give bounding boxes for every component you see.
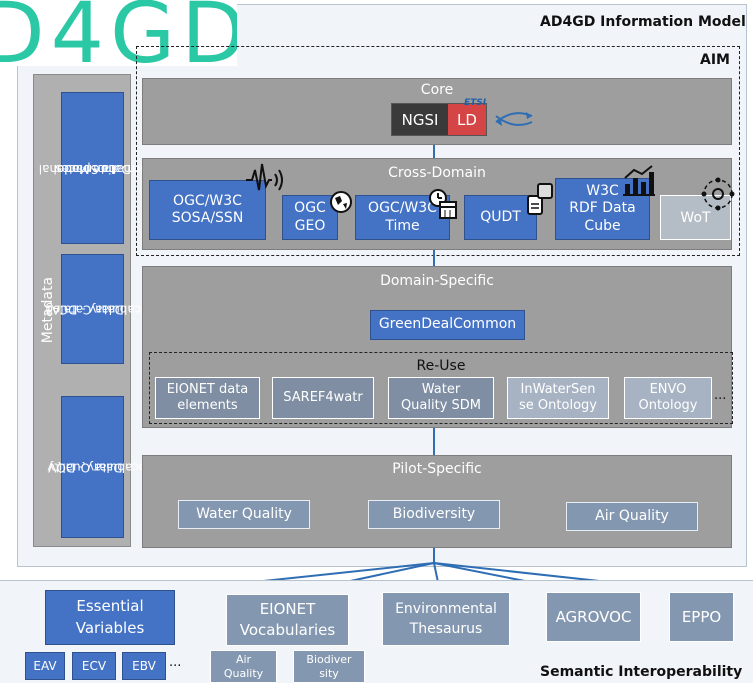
agrovoc-box: AGROVOC <box>546 592 641 642</box>
semantic-interoperability-label: Semantic Interoperability <box>540 664 743 680</box>
globe-icon <box>330 191 352 213</box>
signal-wave-icon <box>246 163 283 191</box>
measurement-icon <box>527 183 553 215</box>
wot-box: WoT <box>660 195 731 240</box>
domain-specific-title: Domain-Specific <box>380 273 494 289</box>
aim-label: AIM <box>700 52 730 68</box>
reuse-boundary <box>149 352 733 424</box>
calendar-clock-icon <box>429 189 457 219</box>
pilot-specific-title: Pilot-Specific <box>392 461 482 477</box>
aim-boundary <box>136 46 740 256</box>
link-arrows-icon <box>495 112 533 126</box>
logo: D4GD <box>0 0 237 66</box>
biodiversity-box: Biodiversity <box>368 500 500 529</box>
ngsi-ld-logo: NGSI LD <box>391 103 487 136</box>
ld-label: LD <box>448 104 486 135</box>
ebv-box: EBV <box>122 652 166 680</box>
essential-ellipsis: ... <box>169 655 182 670</box>
ngsi-label: NGSI <box>392 104 448 135</box>
bar-chart-icon <box>623 165 655 196</box>
air-quality-box: Air Quality <box>566 502 698 531</box>
reuse-ellipsis: ... <box>714 388 727 403</box>
logo-text: D4GD <box>0 0 237 66</box>
eppo-box: EPPO <box>669 592 734 642</box>
core-title: Core <box>420 82 454 98</box>
network-icon <box>701 177 735 211</box>
etsi-label: ETSI <box>464 98 487 108</box>
qudt-box: QUDT <box>464 195 537 240</box>
saref4watr-box: SAREF4watr <box>272 377 374 419</box>
water-quality-box: Water Quality <box>178 500 310 529</box>
reuse-title: Re-Use <box>416 358 466 374</box>
cross-domain-title: Cross-Domain <box>388 165 486 181</box>
eav-box: EAV <box>25 652 65 680</box>
ad4gd-title: AD4GD Information Model <box>540 14 746 30</box>
ecv-box: ECV <box>72 652 116 680</box>
greendealcommon-box: GreenDealCommon <box>370 310 525 340</box>
